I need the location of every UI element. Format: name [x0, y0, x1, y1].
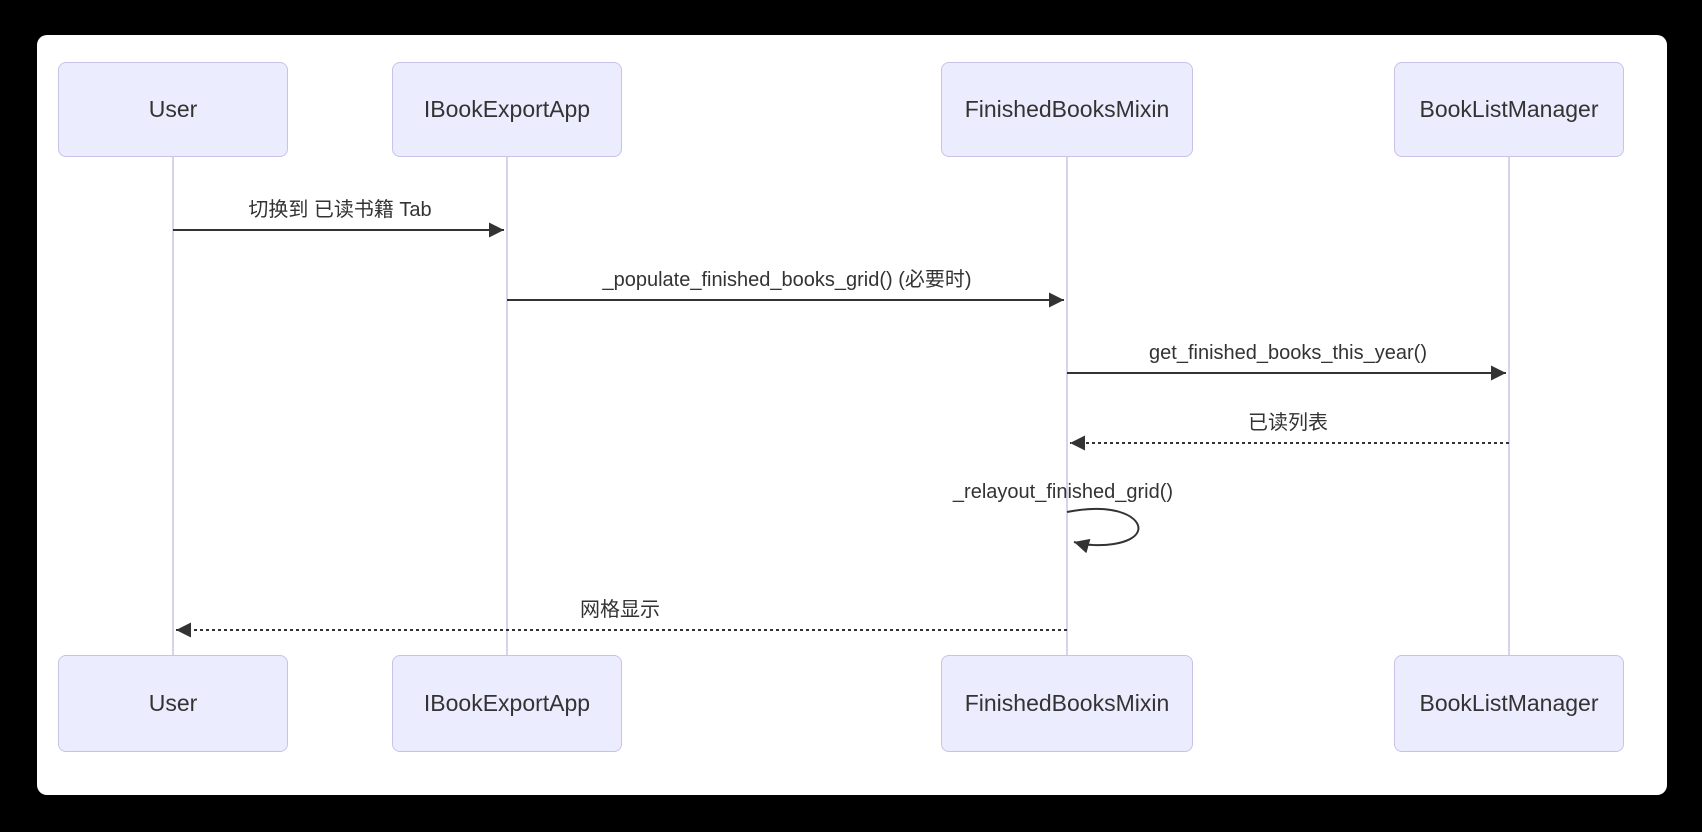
actor-label: FinishedBooksMixin: [964, 690, 1170, 716]
message-label-grid-display: 网格显示: [580, 599, 660, 621]
actor-bottom-user: User: [58, 655, 288, 752]
actor-label: User: [148, 690, 198, 716]
diagram-panel: User IBookExportApp FinishedBooksMixin B…: [37, 35, 1667, 795]
actor-label: IBookExportApp: [423, 690, 591, 716]
actor-label: IBookExportApp: [423, 96, 591, 122]
actor-top-booklistmanager: BookListManager: [1394, 62, 1624, 157]
actor-bottom-booklistmanager: BookListManager: [1394, 655, 1624, 752]
message-label-read-list: 已读列表: [1248, 412, 1328, 434]
actor-top-user: User: [58, 62, 288, 157]
actor-top-finishedbooksmixin: FinishedBooksMixin: [941, 62, 1193, 157]
arrow-self-relayout-finished-grid: [1066, 507, 1140, 554]
actor-label: FinishedBooksMixin: [964, 96, 1170, 122]
message-label-populate-finished-books-grid: _populate_finished_books_grid() (必要时): [602, 269, 972, 291]
actor-bottom-finishedbooksmixin: FinishedBooksMixin: [941, 655, 1193, 752]
actor-bottom-ibookexportapp: IBookExportApp: [392, 655, 622, 752]
actor-label: BookListManager: [1419, 690, 1599, 716]
message-label-get-finished-books-this-year: get_finished_books_this_year(): [1149, 342, 1427, 364]
message-label-switch-tab: 切换到 已读书籍 Tab: [248, 199, 432, 221]
actor-label: BookListManager: [1419, 96, 1599, 122]
actor-label: User: [148, 96, 198, 122]
message-label-relayout-finished-grid: _relayout_finished_grid(): [952, 481, 1174, 503]
sequence-diagram-canvas: [172, 157, 1510, 655]
actor-top-ibookexportapp: IBookExportApp: [392, 62, 622, 157]
